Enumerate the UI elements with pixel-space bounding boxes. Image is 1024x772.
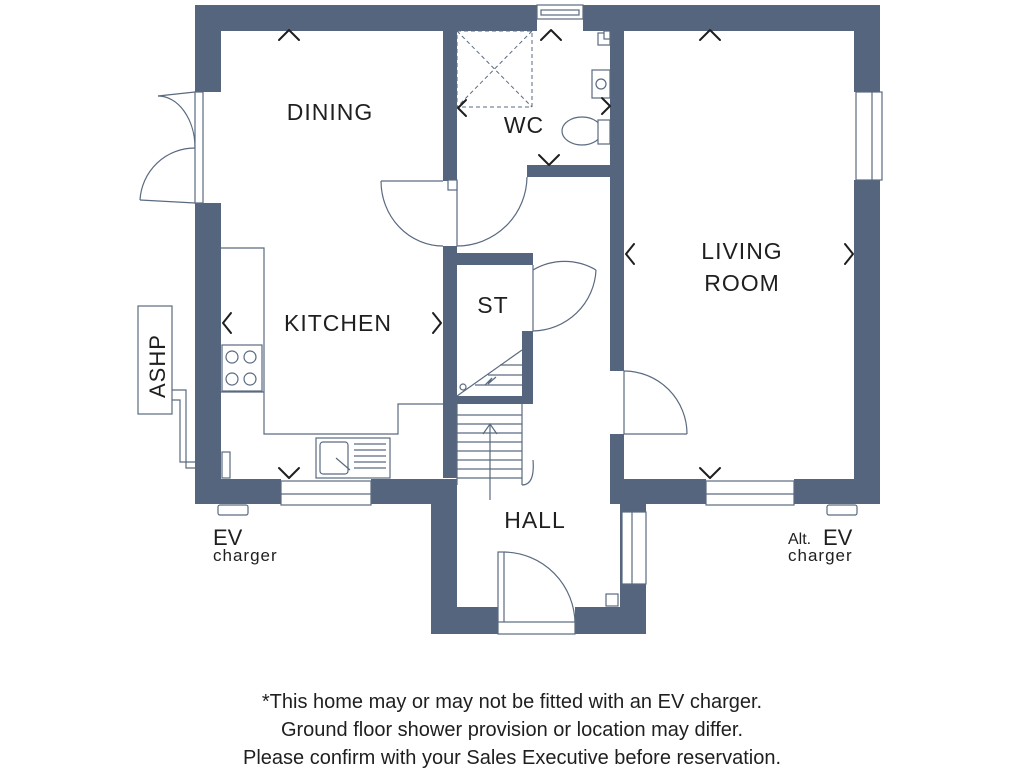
stairs <box>456 349 534 500</box>
disclaimer-line-3: Please confirm with your Sales Executive… <box>242 747 782 769</box>
disclaimer: *This home may or may not be fitted with… <box>0 688 1024 772</box>
ev-right-sublabel: charger <box>788 546 853 565</box>
ashp-label: ASHP <box>145 334 170 398</box>
ev-right-alt-label: Alt. <box>788 531 811 548</box>
room-label-kitchen: KITCHEN <box>284 310 392 336</box>
room-label-st: ST <box>477 292 508 318</box>
fixtures <box>221 30 619 607</box>
ev-marker-left <box>217 504 249 516</box>
toilet-icon <box>561 116 611 146</box>
room-label-living-line2: ROOM <box>704 270 780 296</box>
basin-icon <box>591 69 611 99</box>
room-label-living-line1: LIVING <box>701 238 782 264</box>
room-label-wc: WC <box>504 112 544 138</box>
ev-right-label: EV <box>823 525 853 550</box>
disclaimer-line-2: Ground floor shower provision or locatio… <box>280 719 744 741</box>
hob-icon <box>221 344 263 392</box>
room-label-hall: HALL <box>504 507 566 533</box>
room-label-dining: DINING <box>287 99 374 125</box>
ashp-unit: ASHP <box>137 305 195 469</box>
disclaimer-line-1: *This home may or may not be fitted with… <box>261 691 763 713</box>
windows <box>280 4 883 585</box>
sink-icon <box>315 437 391 479</box>
ev-marker-right <box>826 504 858 516</box>
room-markers <box>222 29 854 479</box>
ev-left-sublabel: charger <box>213 546 278 565</box>
shower-provision <box>456 30 533 108</box>
doors <box>139 91 688 635</box>
walls <box>195 5 880 634</box>
ev-left-label: EV <box>213 525 243 550</box>
